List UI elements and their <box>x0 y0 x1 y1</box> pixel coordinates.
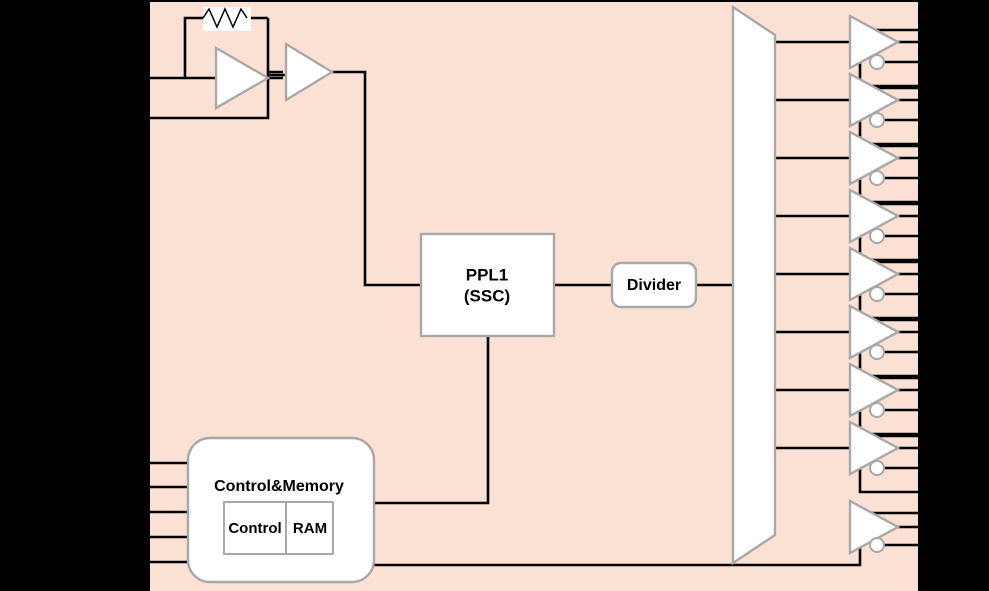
pll-label-line2: (SSC) <box>464 286 510 305</box>
oscillator-buffer-amp-icon[interactable] <box>284 41 335 103</box>
ram-sub-label: RAM <box>293 520 327 537</box>
control-memory-label: Control&Memory <box>214 478 344 495</box>
wire-amp1-amp2 <box>268 70 283 80</box>
output-buffer-9[interactable] <box>848 498 901 556</box>
pll-label-line1: PPL1 <box>466 265 509 284</box>
wire-layer <box>150 16 918 567</box>
wire-control-to-pll <box>374 336 490 505</box>
wire-osc-to-pll <box>330 70 421 287</box>
wire-xout <box>150 18 270 120</box>
multiplexer-shape[interactable] <box>731 4 777 566</box>
control-memory-block[interactable]: Control&Memory Control RAM <box>186 436 376 584</box>
output-buffer-bank <box>848 13 901 556</box>
output-buffer-1[interactable] <box>848 13 901 71</box>
output-buffer-6[interactable] <box>848 303 901 361</box>
output-buffer-2[interactable] <box>848 71 901 129</box>
wire-feedback-left <box>183 16 203 78</box>
divider-label: Divider <box>627 277 681 294</box>
pll-block[interactable]: PPL1 (SSC) <box>419 232 556 338</box>
output-buffer-4[interactable] <box>848 187 901 245</box>
output-buffer-3[interactable] <box>848 129 901 187</box>
control-sub-label: Control <box>228 520 281 537</box>
output-buffer-5[interactable] <box>848 245 901 303</box>
divider-block[interactable]: Divider <box>610 261 698 309</box>
feedback-resistor-icon <box>202 7 251 31</box>
output-buffer-7[interactable] <box>848 361 901 419</box>
output-buffer-8[interactable] <box>848 419 901 477</box>
oscillator-inverter-amp-icon[interactable] <box>214 45 271 111</box>
